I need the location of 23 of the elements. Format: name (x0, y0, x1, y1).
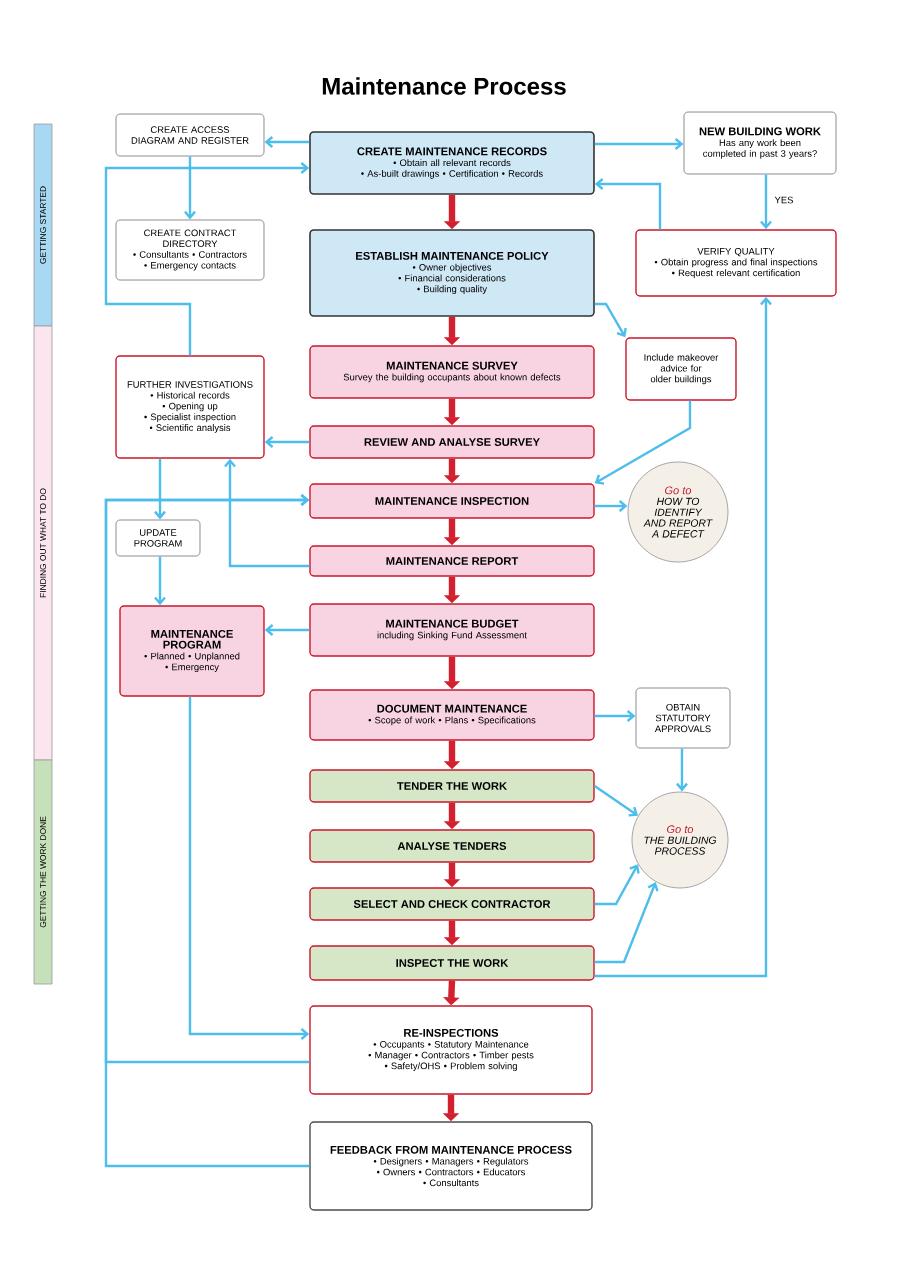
arrow (594, 785, 638, 817)
arrow (154, 458, 166, 520)
arrow (594, 302, 627, 338)
arrow (104, 162, 310, 356)
arrow (264, 436, 310, 448)
arrow (676, 748, 688, 792)
arrow (104, 494, 310, 1168)
arrow (594, 178, 662, 230)
arrow (184, 156, 196, 220)
arrow (594, 138, 684, 150)
arrow (760, 174, 772, 230)
arrow (154, 556, 166, 606)
arrow (594, 710, 636, 722)
arrow (594, 296, 772, 978)
arrow (264, 624, 310, 636)
arrow (224, 458, 310, 568)
arrow (264, 136, 310, 148)
arrow (594, 400, 692, 485)
arrow (594, 500, 628, 512)
arrow (594, 882, 659, 964)
arrow (188, 696, 310, 1040)
arrow (594, 864, 640, 906)
title: Maintenance Process (322, 77, 566, 95)
